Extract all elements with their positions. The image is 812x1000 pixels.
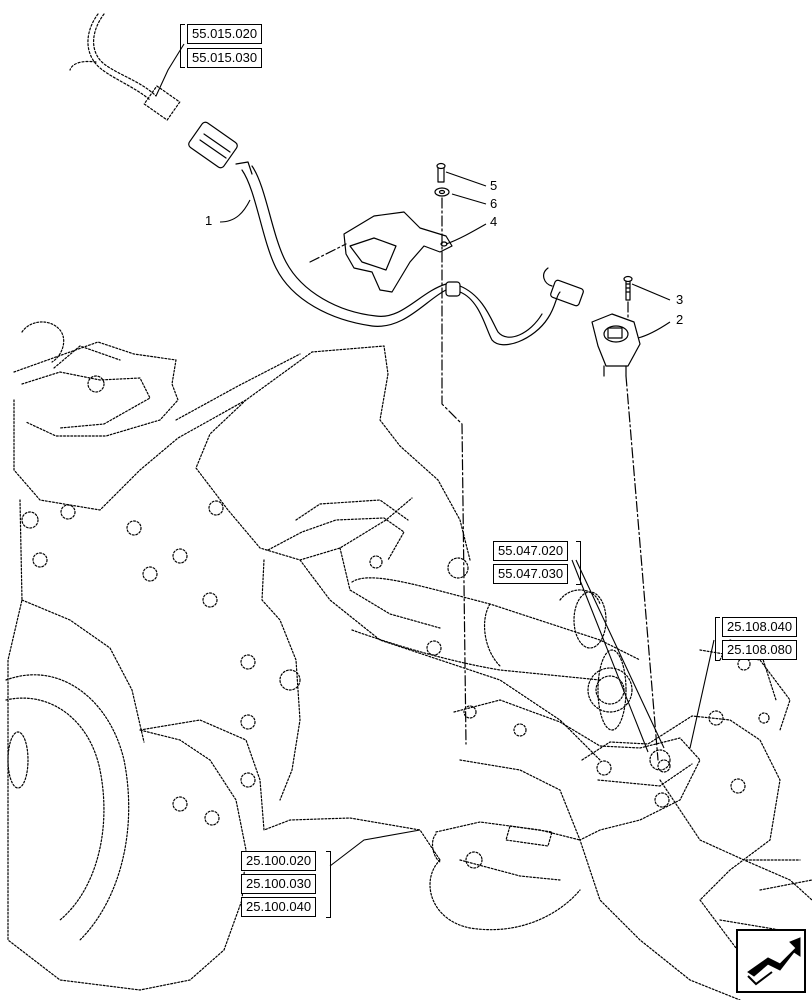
callout-2: 2 [676, 312, 684, 327]
ref-bottom-3: 25.100.040 [241, 897, 317, 917]
callout-3: 3 [676, 292, 684, 307]
assembly-lines [309, 197, 659, 761]
ref-right-bracket [715, 617, 720, 661]
bracket-4 [343, 211, 453, 293]
ref-top-left-1: 55.015.020 [187, 24, 263, 44]
sensor-2 [591, 313, 641, 377]
harness-connector-1 [188, 121, 253, 175]
upstream-harness [69, 13, 181, 121]
ref-right-1: 25.108.040 [722, 617, 798, 637]
callout-4: 4 [490, 214, 498, 229]
ref-bottom-bracket [326, 851, 331, 918]
callout-1: 1 [205, 213, 213, 228]
ref-top-left-bracket [180, 24, 185, 68]
bolt-3 [623, 275, 633, 301]
harness-cable-1 [241, 165, 561, 346]
callout-6: 6 [490, 196, 498, 211]
axle-housing [5, 321, 812, 1000]
ref-bottom-2: 25.100.030 [241, 874, 317, 894]
bolt-5 [436, 162, 446, 183]
washer-6 [434, 187, 450, 197]
reference-leaders [155, 43, 715, 867]
ref-middle-1: 55.047.020 [493, 541, 569, 561]
callout-leaders [219, 171, 671, 339]
ref-middle-bracket [576, 541, 581, 585]
callout-5: 5 [490, 178, 498, 193]
next-page-arrow-icon[interactable] [736, 929, 806, 993]
ref-middle-2: 55.047.030 [493, 564, 569, 584]
ref-top-left-2: 55.015.030 [187, 48, 263, 68]
sensor-connector [550, 279, 584, 307]
ref-bottom-1: 25.100.020 [241, 851, 317, 871]
ref-right-2: 25.108.080 [722, 640, 798, 660]
